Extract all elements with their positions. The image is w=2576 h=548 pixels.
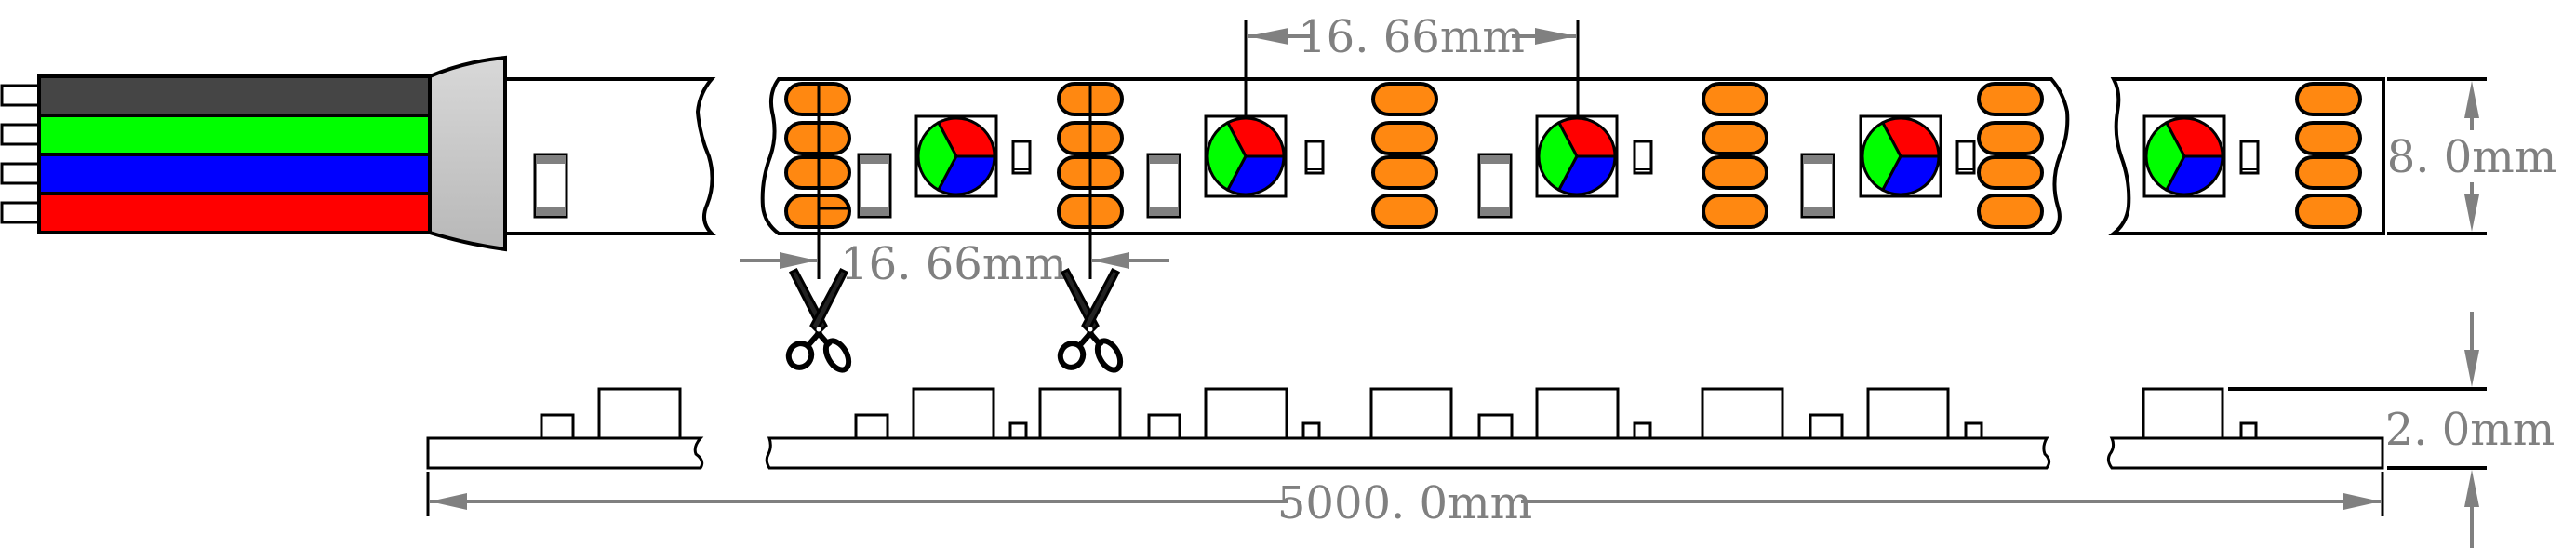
solder-pad — [2295, 121, 2362, 155]
rgb-led — [2142, 114, 2226, 198]
solder-pad — [2295, 82, 2362, 116]
length-dimension: 5000. 0mm — [426, 472, 2384, 529]
side-capacitor — [2239, 421, 2258, 440]
thickness-label: 2. 0mm — [2385, 404, 2556, 456]
side-segment-left — [426, 436, 704, 470]
resistor — [857, 153, 892, 219]
side-led-block — [1866, 387, 1950, 440]
side-led-block — [1204, 387, 1288, 440]
side-segment-middle — [765, 436, 2051, 470]
capacitors-top — [1011, 140, 2260, 175]
solder-pad — [1977, 194, 2044, 229]
scissors-icon — [1057, 268, 1124, 373]
side-capacitor — [1301, 421, 1321, 440]
led-blue-segment — [2164, 154, 2224, 196]
side-capacitor — [1633, 421, 1652, 440]
solder-pad — [1702, 121, 1768, 155]
side-led-block — [2142, 387, 2224, 440]
side-resistor — [540, 413, 575, 440]
side-view — [426, 387, 2384, 470]
resistor — [1800, 153, 1835, 219]
side-resistor — [854, 413, 889, 440]
led-blue-segment — [1880, 154, 1941, 196]
solder-pad — [1977, 82, 2044, 116]
side-led-block — [597, 387, 682, 440]
wire-green — [37, 114, 432, 156]
scissors-icon — [785, 268, 852, 373]
width-dimension: 8. 0mm — [2387, 77, 2557, 235]
total-length-label: 5000. 0mm — [1277, 477, 1532, 529]
side-led-block — [1535, 387, 1620, 440]
capacitor — [1633, 140, 1653, 175]
rgb-led — [1859, 114, 1942, 198]
side-capacitor — [1964, 421, 1983, 440]
led-blue-segment — [1225, 154, 1286, 196]
cable-connector — [428, 55, 507, 252]
thickness-dimension: 2. 0mm — [2228, 312, 2555, 548]
led-blue-segment — [936, 154, 996, 196]
capacitor — [1955, 140, 1976, 175]
solder-pad — [2295, 194, 2362, 229]
solder-pad — [1371, 194, 1438, 229]
cable — [0, 55, 507, 252]
capacitor — [1304, 140, 1325, 175]
resistor — [1146, 153, 1181, 219]
width-label: 8. 0mm — [2387, 131, 2557, 183]
scissors-icons — [785, 268, 1124, 373]
wire-pins — [0, 84, 41, 224]
resistors-top — [533, 153, 1835, 219]
solder-pad — [1371, 121, 1438, 155]
solder-pad — [2295, 155, 2362, 190]
top-view — [507, 77, 2385, 279]
pitch-label: 16. 66mm — [1298, 11, 1525, 63]
wire-black — [37, 74, 432, 117]
side-led-block — [1701, 387, 1784, 440]
capacitor — [1011, 140, 1032, 175]
side-segment-right — [2106, 436, 2384, 470]
rgb-leds-top — [914, 114, 2226, 198]
wire-red — [37, 192, 432, 234]
side-components — [540, 387, 2258, 440]
solder-pad — [1977, 155, 2044, 190]
side-capacitor — [1008, 421, 1028, 440]
side-led-block — [912, 387, 995, 440]
solder-pad — [1702, 194, 1768, 229]
side-led-block — [1369, 387, 1453, 440]
side-resistor — [1809, 413, 1844, 440]
pad-column — [1371, 82, 1438, 229]
cut-dimension: 16. 66mm — [740, 238, 1169, 290]
pitch-dimension: 16. 66mm — [1244, 11, 1580, 116]
solder-pad — [1371, 155, 1438, 190]
led-blue-segment — [1556, 154, 1617, 196]
rgb-led — [1535, 114, 1619, 198]
rgb-led — [1204, 114, 1288, 198]
wire-blue — [37, 153, 432, 195]
side-resistor — [1477, 413, 1514, 440]
pad-column — [1977, 82, 2044, 229]
rgb-led — [914, 114, 998, 198]
capacitor — [2239, 140, 2260, 175]
solder-pad — [1977, 121, 2044, 155]
side-led-block — [1038, 387, 1122, 440]
resistor — [533, 153, 568, 219]
cut-segment-label: 16. 66mm — [840, 238, 1067, 290]
solder-pad — [1702, 82, 1768, 116]
solder-pad — [1371, 82, 1438, 116]
side-resistor — [1147, 413, 1181, 440]
solder-pad — [1702, 155, 1768, 190]
resistor — [1477, 153, 1513, 219]
pad-column — [1702, 82, 1768, 229]
pad-column — [2295, 82, 2362, 229]
